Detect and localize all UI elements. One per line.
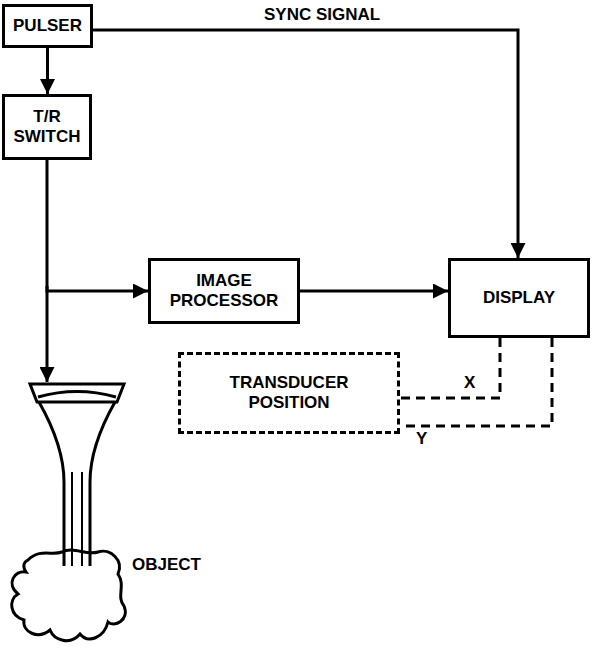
box-label: DISPLAY [483, 288, 555, 308]
feed-line [46, 286, 49, 382]
dashed-box: TRANSDUCER POSITION [178, 352, 400, 434]
box-label: PULSER [13, 16, 82, 36]
signal-label: X [462, 374, 477, 393]
dashed-link [400, 338, 552, 426]
signal-arrow [93, 30, 518, 258]
process-box: IMAGE PROCESSOR [148, 258, 300, 324]
process-box: T/R SWITCH [2, 94, 92, 160]
signal-label: SYNC SIGNAL [262, 6, 382, 25]
object-blob [12, 550, 126, 641]
signal-arrow [47, 160, 148, 291]
process-box: PULSER [2, 4, 93, 48]
object-label: OBJECT [130, 556, 203, 575]
signal-label: Y [414, 430, 429, 449]
signal-arrow [300, 290, 448, 293]
box-label: TRANSDUCER POSITION [199, 373, 379, 412]
transducer [30, 384, 124, 566]
dashed-link [400, 338, 500, 398]
process-box: DISPLAY [448, 258, 590, 338]
signal-arrow [46, 48, 49, 94]
box-label: T/R SWITCH [13, 107, 81, 146]
box-label: IMAGE PROCESSOR [161, 271, 287, 310]
